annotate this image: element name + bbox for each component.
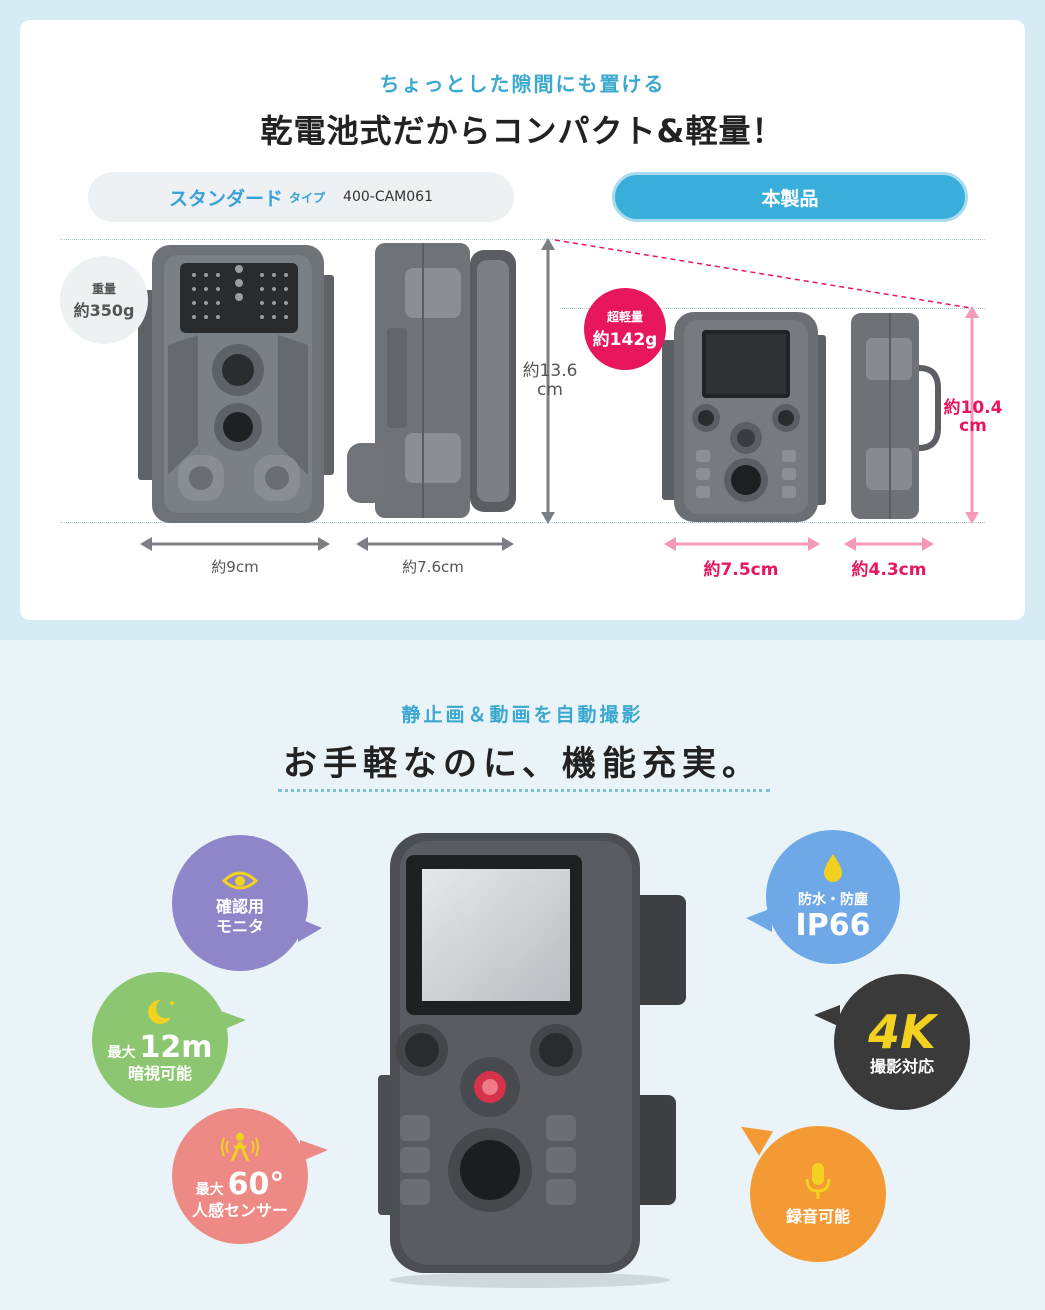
standard-width-arrows bbox=[140, 537, 514, 551]
feature-night-range: 最大 12m bbox=[107, 1031, 212, 1064]
feature-monitor-bubble: 確認用 モニタ bbox=[172, 835, 308, 971]
guide-line-top bbox=[60, 239, 985, 240]
standard-weight-label: 重量 bbox=[91, 281, 116, 296]
standard-width-label: 約9cm bbox=[211, 558, 259, 576]
comparison-title: 乾電池式だからコンパクト&軽量！ bbox=[260, 112, 785, 150]
product-depth-label: 約4.3cm bbox=[851, 560, 927, 580]
product-weight-label: 超軽量 bbox=[606, 310, 643, 324]
feature-title-underline bbox=[278, 789, 770, 792]
feature-subtitle: 静止画＆動画を自動撮影 bbox=[401, 704, 644, 726]
product-height-unit: cm bbox=[959, 415, 987, 436]
feature-sensor-bubble: 最大 60° 人感センサー bbox=[172, 1108, 308, 1244]
standard-height-value: 約13.6 bbox=[522, 361, 578, 381]
product-pill: 本製品 bbox=[612, 172, 968, 222]
standard-model: 400-CAM061 bbox=[343, 189, 433, 205]
feature-audio-bubble: 録音可能 bbox=[750, 1126, 886, 1262]
product-camera-front-image bbox=[662, 312, 826, 522]
feature-monitor-tail bbox=[298, 918, 322, 942]
feature-title: お手軽なのに、機能充実。 bbox=[283, 744, 762, 784]
feature-water-tail bbox=[746, 908, 772, 932]
standard-height-unit: cm bbox=[537, 379, 563, 400]
feature-sensor-angle: 最大 60° bbox=[196, 1168, 285, 1201]
product-height-arrow bbox=[965, 306, 979, 524]
standard-weight-value: 約350g bbox=[73, 300, 135, 320]
feature-night-prefix: 最大 bbox=[107, 1044, 136, 1061]
standard-camera-front-image bbox=[138, 245, 334, 523]
person-sensor-icon bbox=[221, 1132, 259, 1162]
product-width-label: 約7.5cm bbox=[703, 560, 779, 580]
eye-icon bbox=[222, 871, 258, 890]
feature-4k-line2: 撮影対応 bbox=[869, 1057, 934, 1077]
feature-audio-line1: 録音可能 bbox=[785, 1207, 850, 1226]
feature-night-tail bbox=[218, 1010, 246, 1032]
feature-sensor-tail bbox=[300, 1140, 328, 1162]
guide-line-product-top bbox=[560, 308, 985, 309]
feature-water-line1: 防水・防塵 bbox=[798, 891, 868, 908]
water-drop-icon bbox=[824, 853, 842, 882]
standard-weight-badge: 重量 約350g bbox=[60, 256, 148, 344]
feature-sensor-line2: 人感センサー bbox=[191, 1200, 288, 1220]
standard-height-arrow bbox=[541, 238, 555, 524]
product-camera-side-image bbox=[851, 313, 941, 519]
feature-night-value: 12m bbox=[139, 1029, 213, 1065]
feature-monitor-line1: 確認用 bbox=[215, 897, 264, 916]
feature-monitor-line2: モニタ bbox=[215, 917, 264, 936]
feature-water-value: IP66 bbox=[795, 907, 871, 943]
comparison-subtitle: ちょっとした隙間にも置ける bbox=[379, 72, 666, 96]
standard-type-pill: スタンダード タイプ 400-CAM061 bbox=[88, 172, 514, 222]
product-camera-main-image bbox=[378, 833, 686, 1288]
feature-night-line2: 暗視可能 bbox=[127, 1063, 192, 1083]
standard-label: スタンダード bbox=[169, 187, 284, 210]
microphone-icon bbox=[805, 1163, 831, 1199]
feature-4k-bubble: 4K 撮影対応 bbox=[834, 974, 970, 1110]
product-height-value: 約10.4 bbox=[943, 398, 1003, 418]
feature-sensor-prefix: 最大 bbox=[195, 1181, 224, 1198]
moon-icon bbox=[148, 999, 174, 1024]
reduction-dashed-line bbox=[555, 239, 972, 309]
feature-4k-value: 4K bbox=[868, 1004, 936, 1059]
feature-night-bubble: 最大 12m 暗視可能 bbox=[92, 972, 228, 1108]
standard-type-label: タイプ bbox=[289, 190, 326, 205]
product-weight-badge: 超軽量 約142g bbox=[584, 288, 666, 370]
product-width-arrows bbox=[664, 537, 934, 551]
standard-depth-label: 約7.6cm bbox=[402, 558, 464, 576]
feature-sensor-value: 60° bbox=[227, 1166, 285, 1202]
feature-4k-tail bbox=[814, 1005, 840, 1027]
standard-height-label: 約13.6 cm bbox=[505, 362, 595, 399]
guide-line-bottom bbox=[60, 522, 985, 523]
product-weight-value: 約142g bbox=[592, 330, 658, 350]
standard-camera-side-image bbox=[347, 243, 516, 518]
feature-water-bubble: 防水・防塵 IP66 bbox=[766, 830, 900, 964]
product-height-label: 約10.4 cm bbox=[928, 398, 1018, 436]
